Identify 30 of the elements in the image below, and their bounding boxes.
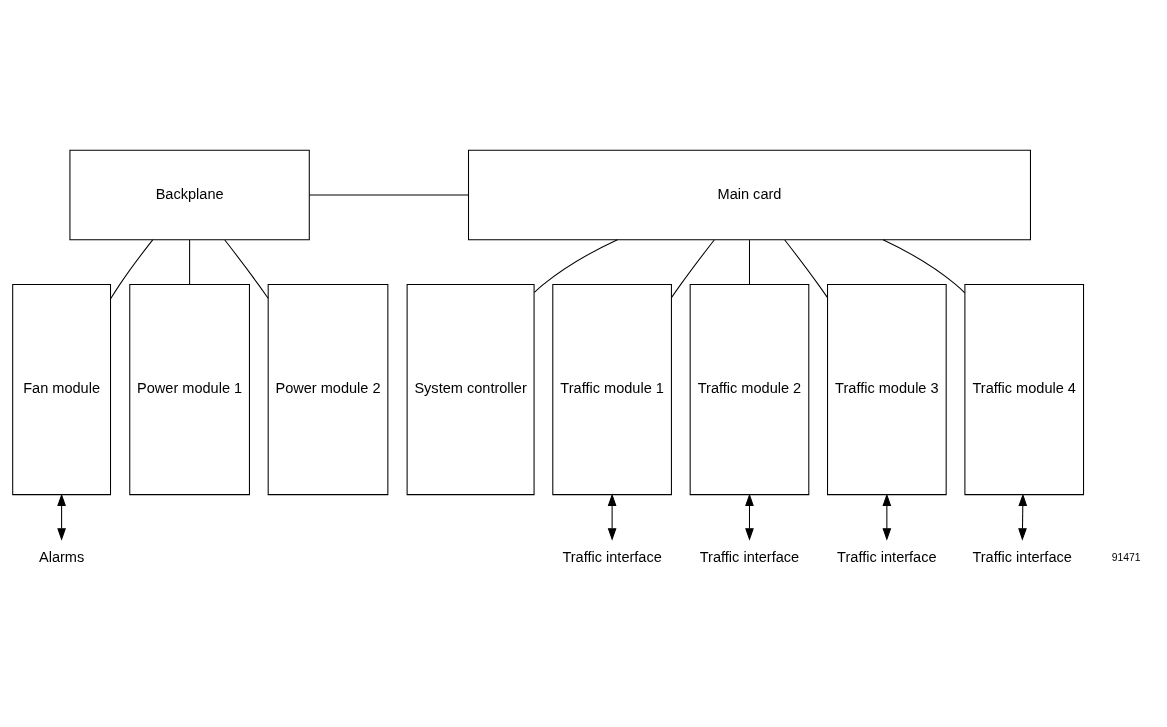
node-box: Power module 1 (129, 283, 250, 496)
connector (224, 239, 269, 299)
connector (670, 239, 715, 299)
node-box: Traffic module 2 (689, 283, 810, 496)
node-text: Traffic interface (562, 548, 662, 565)
arrow (607, 493, 617, 541)
node-text: Alarms (38, 548, 85, 565)
node-box: Fan module (12, 283, 112, 496)
node-text: Traffic interface (699, 548, 800, 565)
node-box: Backplane (69, 149, 310, 241)
node-box: Main card (468, 149, 1031, 241)
node-box: Power module 2 (267, 283, 389, 496)
arrow (882, 493, 892, 541)
node-box: Traffic module 1 (552, 283, 672, 496)
arrow (1018, 493, 1028, 541)
connector (308, 194, 469, 196)
connector (189, 239, 191, 285)
connector (882, 239, 966, 294)
connector (110, 239, 154, 300)
node-box: Traffic module 4 (964, 283, 1085, 496)
label: 91471 (1111, 551, 1141, 563)
arrow (745, 493, 754, 541)
node-text: Traffic interface (837, 548, 937, 565)
node-text: Traffic interface (972, 548, 1072, 565)
connector (784, 239, 829, 299)
node-box: System controller (406, 283, 535, 496)
connector (533, 239, 618, 293)
connector (748, 239, 750, 285)
arrow (57, 493, 66, 541)
node-box: Traffic module 3 (827, 283, 947, 496)
